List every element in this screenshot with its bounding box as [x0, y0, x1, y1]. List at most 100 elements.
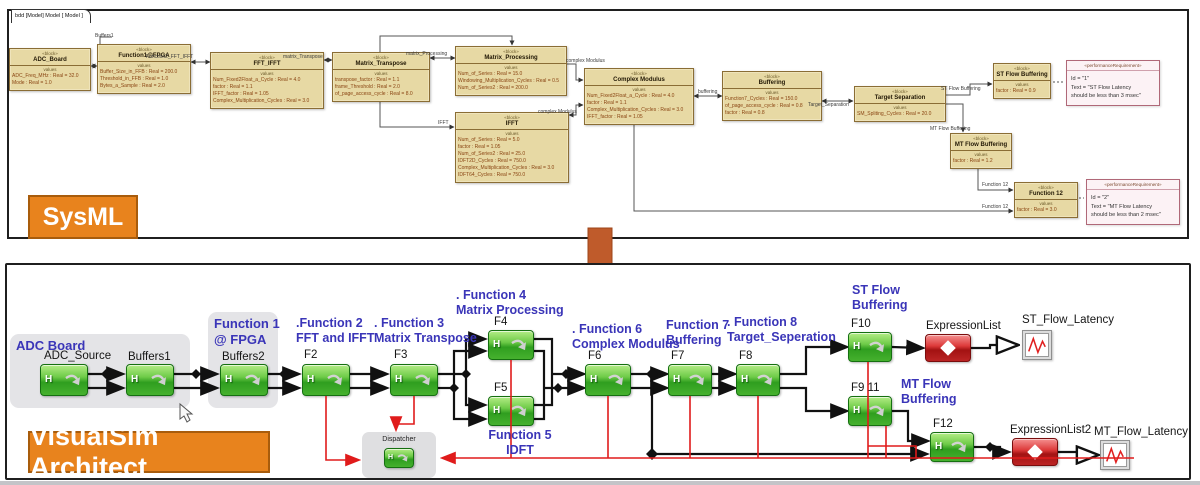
block-values: factor : Real = 0.9 — [996, 88, 1036, 94]
values-caption: values — [1039, 201, 1053, 206]
block-f12[interactable]: H — [930, 432, 974, 462]
wire-label: matrix_Transpose — [283, 54, 323, 60]
sysml-banner-label: SysML — [28, 195, 138, 239]
block-buffers2[interactable]: H — [220, 364, 268, 396]
annotation-8: MT Flow Buffering — [901, 377, 957, 406]
diamond-icon — [940, 340, 956, 356]
label-f6: F6 — [588, 350, 602, 362]
wire-label: complex Modulus — [538, 109, 577, 115]
wire-label: complex Modulus — [566, 58, 605, 64]
wire-label: Function 12 — [982, 204, 1009, 210]
annotation-4: . Function 6 Complex Modulus — [572, 322, 680, 351]
block-values: factor : Real = 1.2 — [953, 158, 993, 164]
curved-arrow-icon — [415, 374, 430, 386]
block-stereotype: «block» — [136, 47, 152, 52]
curved-arrow-icon — [869, 341, 884, 353]
label-buffers2: Buffers2 — [222, 351, 265, 363]
block-name: IFFT — [456, 120, 568, 130]
dispatcher-mini-block[interactable]: H — [384, 448, 414, 468]
h-icon: H — [225, 373, 233, 385]
label-f4: F4 — [494, 316, 508, 328]
annotation-7: ST Flow Buffering — [852, 283, 908, 312]
label-buffers1: Buffers1 — [128, 351, 171, 363]
block-f4[interactable]: H — [488, 330, 534, 360]
block-stereotype: «block» — [1038, 185, 1054, 190]
block-f3[interactable]: H — [390, 364, 438, 396]
values-caption: values — [43, 67, 57, 72]
h-icon: H — [853, 404, 861, 416]
block-f5[interactable]: H — [488, 396, 534, 426]
label-mt-flow-latency: MT_Flow_Latency — [1094, 426, 1188, 438]
plot-icon — [1103, 443, 1127, 467]
block-f2[interactable]: H — [302, 364, 350, 396]
block-values: SM_Spliting_Cycles : Real = 20.0 — [857, 111, 932, 117]
block-f9-11[interactable]: H — [848, 396, 892, 426]
block-f8[interactable]: H — [736, 364, 780, 396]
wire-label: matrix_Processing — [406, 51, 448, 57]
values-caption: values — [505, 131, 519, 136]
values-caption: values — [137, 63, 151, 68]
values-caption: values — [1015, 82, 1029, 87]
h-icon: H — [395, 373, 403, 385]
curved-arrow-icon — [608, 374, 623, 386]
h-icon: H — [741, 373, 749, 385]
block-stereotype: «block» — [504, 115, 520, 120]
group-label-fpga-group: Function 1 @ FPGA — [214, 316, 280, 347]
visualsim-banner-label: VisualSim Architect — [28, 421, 270, 482]
block-st-flow-latency[interactable] — [1022, 330, 1052, 360]
block-stereotype: «block» — [764, 74, 780, 79]
diagram-tab[interactable]: bdd [Model] Model [ Model ] — [11, 9, 91, 23]
window-bottom-strip — [0, 481, 1200, 485]
block-name: MT Flow Buffering — [951, 141, 1011, 151]
h-icon: H — [935, 440, 943, 452]
label-f3: F3 — [394, 349, 408, 361]
block-expressionlist2[interactable] — [1012, 438, 1058, 466]
values-caption: values — [765, 90, 779, 95]
label-f2: F2 — [304, 349, 318, 361]
label-f9-11: F9 11 — [851, 382, 880, 394]
block-f7[interactable]: H — [668, 364, 712, 396]
block-stereotype: «block» — [259, 55, 275, 60]
block-mt-flow-latency[interactable] — [1100, 440, 1130, 470]
label-f8: F8 — [739, 350, 753, 362]
requirement-req-1[interactable]: «performanceRequirement»Id = "1"Text = "… — [1066, 60, 1160, 106]
block-values: factor : Real = 3.0 — [1017, 207, 1057, 213]
annotation-3: Function 5 IDFT — [488, 428, 552, 457]
block-buffers1[interactable]: H — [126, 364, 174, 396]
label-expressionlist: ExpressionList — [926, 320, 1001, 332]
block-expressionlist[interactable] — [925, 334, 971, 362]
h-icon: H — [493, 404, 501, 416]
wire-label: Buffers1 — [95, 33, 114, 39]
curved-arrow-icon — [511, 339, 526, 351]
annotation-2: . Function 4 Matrix Processing — [456, 288, 564, 317]
diamond-icon — [1027, 444, 1043, 460]
dispatcher-label: Dispatcher — [382, 436, 416, 443]
block-f6[interactable]: H — [585, 364, 631, 396]
values-caption: values — [632, 87, 646, 92]
requirement-req-2[interactable]: «performanceRequirement»Id = "2"Text = "… — [1086, 179, 1180, 225]
block-f10[interactable]: H — [848, 332, 892, 362]
block-adc-source[interactable]: H — [40, 364, 88, 396]
